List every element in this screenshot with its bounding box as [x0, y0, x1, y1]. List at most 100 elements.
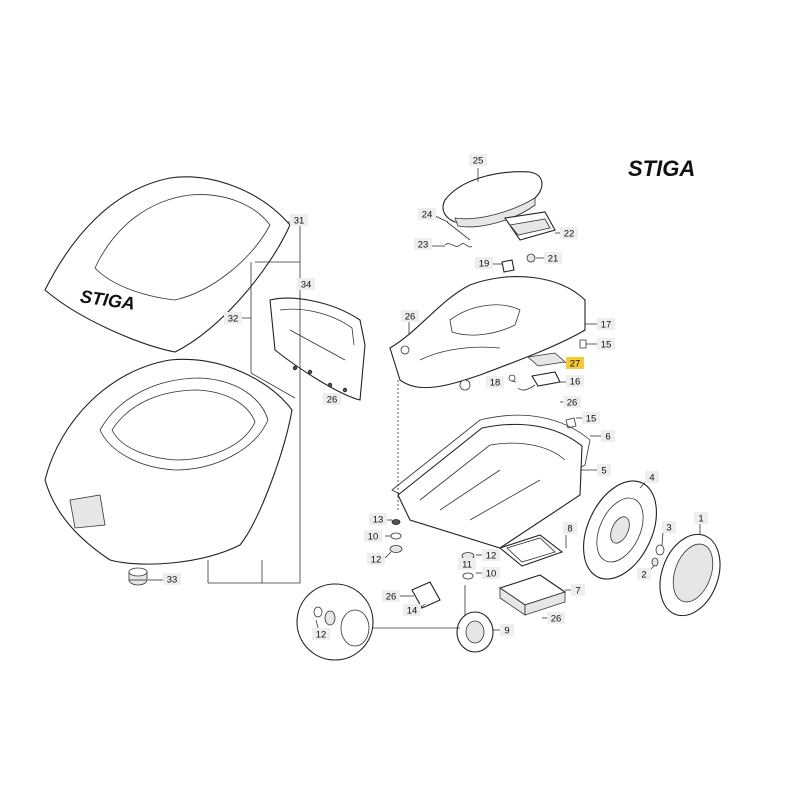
- bracket-19-part[interactable]: [501, 259, 515, 273]
- washer-10b-part[interactable]: [462, 572, 474, 580]
- battery-module-part[interactable]: [498, 574, 567, 616]
- callout-box: [224, 312, 242, 324]
- hub-cap-part[interactable]: [649, 526, 730, 624]
- chassis-top-part[interactable]: [389, 276, 586, 391]
- callout-number: 26: [327, 395, 338, 406]
- callout-box: [547, 612, 565, 624]
- callout-box: [364, 530, 382, 542]
- front-caster-part[interactable]: [456, 585, 494, 653]
- callout-33: 33: [163, 573, 181, 586]
- inner-panel-part[interactable]: [269, 297, 366, 401]
- callout-25: 25: [469, 154, 487, 167]
- callout-number: 13: [373, 515, 384, 526]
- nut-21-part[interactable]: [526, 253, 536, 263]
- callout-number: 25: [473, 156, 484, 167]
- callout-number: 7: [575, 586, 580, 597]
- callout-19: 19: [475, 257, 493, 270]
- callout-box: [297, 278, 315, 290]
- callout-5: 5: [597, 464, 611, 477]
- callout-4: 4: [645, 471, 659, 484]
- callout-number: 17: [601, 320, 612, 331]
- callout-15: 15: [582, 412, 600, 425]
- callout-number: 34: [301, 280, 312, 291]
- callout-6: 6: [601, 430, 615, 443]
- spring-part[interactable]: [444, 243, 473, 248]
- callout-32: 32: [224, 312, 242, 325]
- clip-15b-part[interactable]: [565, 417, 577, 429]
- callout-26: 26: [401, 310, 419, 323]
- callout-11: 11: [458, 558, 476, 571]
- callout-box: [469, 154, 487, 166]
- callout-number: 12: [371, 555, 382, 566]
- part-18[interactable]: [508, 374, 516, 382]
- callout-26: 26: [323, 393, 341, 406]
- callout-31: 31: [290, 214, 308, 227]
- callout-number: 26: [405, 312, 416, 323]
- callout-number: 12: [486, 551, 497, 562]
- chassis-base-part[interactable]: [397, 423, 583, 549]
- callout-box: [475, 257, 493, 269]
- callout-18: 18: [486, 376, 504, 389]
- bracket-14-part[interactable]: [411, 581, 441, 609]
- callout-26: 26: [563, 396, 581, 409]
- callout-2: 2: [637, 568, 651, 581]
- callout-number: 6: [605, 432, 610, 443]
- callout-10: 10: [364, 530, 382, 543]
- sensor-16-part[interactable]: [517, 371, 561, 391]
- callout-number: 1: [698, 514, 703, 525]
- callout-box: [382, 590, 400, 602]
- callout-number: 21: [548, 254, 559, 265]
- rear-wheel-part[interactable]: [569, 469, 671, 590]
- callout-22: 22: [560, 227, 578, 240]
- callout-number: 4: [649, 473, 654, 484]
- callout-box: [482, 549, 500, 561]
- callout-box: [597, 338, 615, 350]
- callout-box: [418, 208, 436, 220]
- callout-number: 15: [601, 340, 612, 351]
- callout-box: [601, 430, 615, 442]
- knob-part[interactable]: [128, 567, 148, 586]
- callout-number: 24: [422, 210, 433, 221]
- washer-10a-part[interactable]: [390, 532, 402, 540]
- display-cover-part[interactable]: [442, 171, 543, 228]
- callout-number: 15: [586, 414, 597, 425]
- callout-12: 12: [312, 628, 330, 641]
- stiga-logo: STIGA: [628, 156, 695, 181]
- body-shell-part[interactable]: [44, 358, 293, 565]
- callout-16: 16: [566, 375, 584, 388]
- callout-box: [367, 553, 385, 565]
- callout-12: 12: [482, 549, 500, 562]
- callout-21: 21: [544, 252, 562, 265]
- callout-27: 27: [566, 357, 584, 370]
- callout-box: [323, 393, 341, 405]
- nut-2-part[interactable]: [651, 557, 659, 567]
- callout-number: 16: [570, 377, 581, 388]
- washer-12a-part[interactable]: [389, 545, 403, 553]
- callout-number: 26: [567, 398, 578, 409]
- top-cover-part[interactable]: STIGA: [44, 176, 291, 353]
- callout-number: 8: [567, 524, 572, 535]
- rod-part[interactable]: [446, 221, 471, 241]
- callout-number: 12: [316, 630, 327, 641]
- gasket-part[interactable]: [391, 414, 591, 531]
- display-unit-part[interactable]: [504, 211, 556, 241]
- callout-8: 8: [563, 522, 577, 535]
- bumper-window: [69, 494, 106, 529]
- callout-number: 33: [167, 575, 178, 586]
- washer-3-part[interactable]: [655, 544, 665, 556]
- callout-15: 15: [597, 338, 615, 351]
- caster-detail-view: [296, 583, 374, 661]
- callout-box: [582, 412, 600, 424]
- callout-number: 11: [462, 560, 472, 571]
- callout-box: [662, 521, 676, 533]
- seal-plate-part[interactable]: [498, 534, 564, 567]
- callout-box: [566, 357, 584, 369]
- callout-box: [482, 567, 500, 579]
- clip-15a-part[interactable]: [579, 339, 587, 349]
- callout-box: [694, 512, 708, 524]
- callout-box: [458, 558, 476, 570]
- callout-number: 26: [551, 614, 562, 625]
- washer-13-part[interactable]: [391, 519, 401, 525]
- callout-number: 10: [368, 532, 379, 543]
- callout-box: [566, 375, 584, 387]
